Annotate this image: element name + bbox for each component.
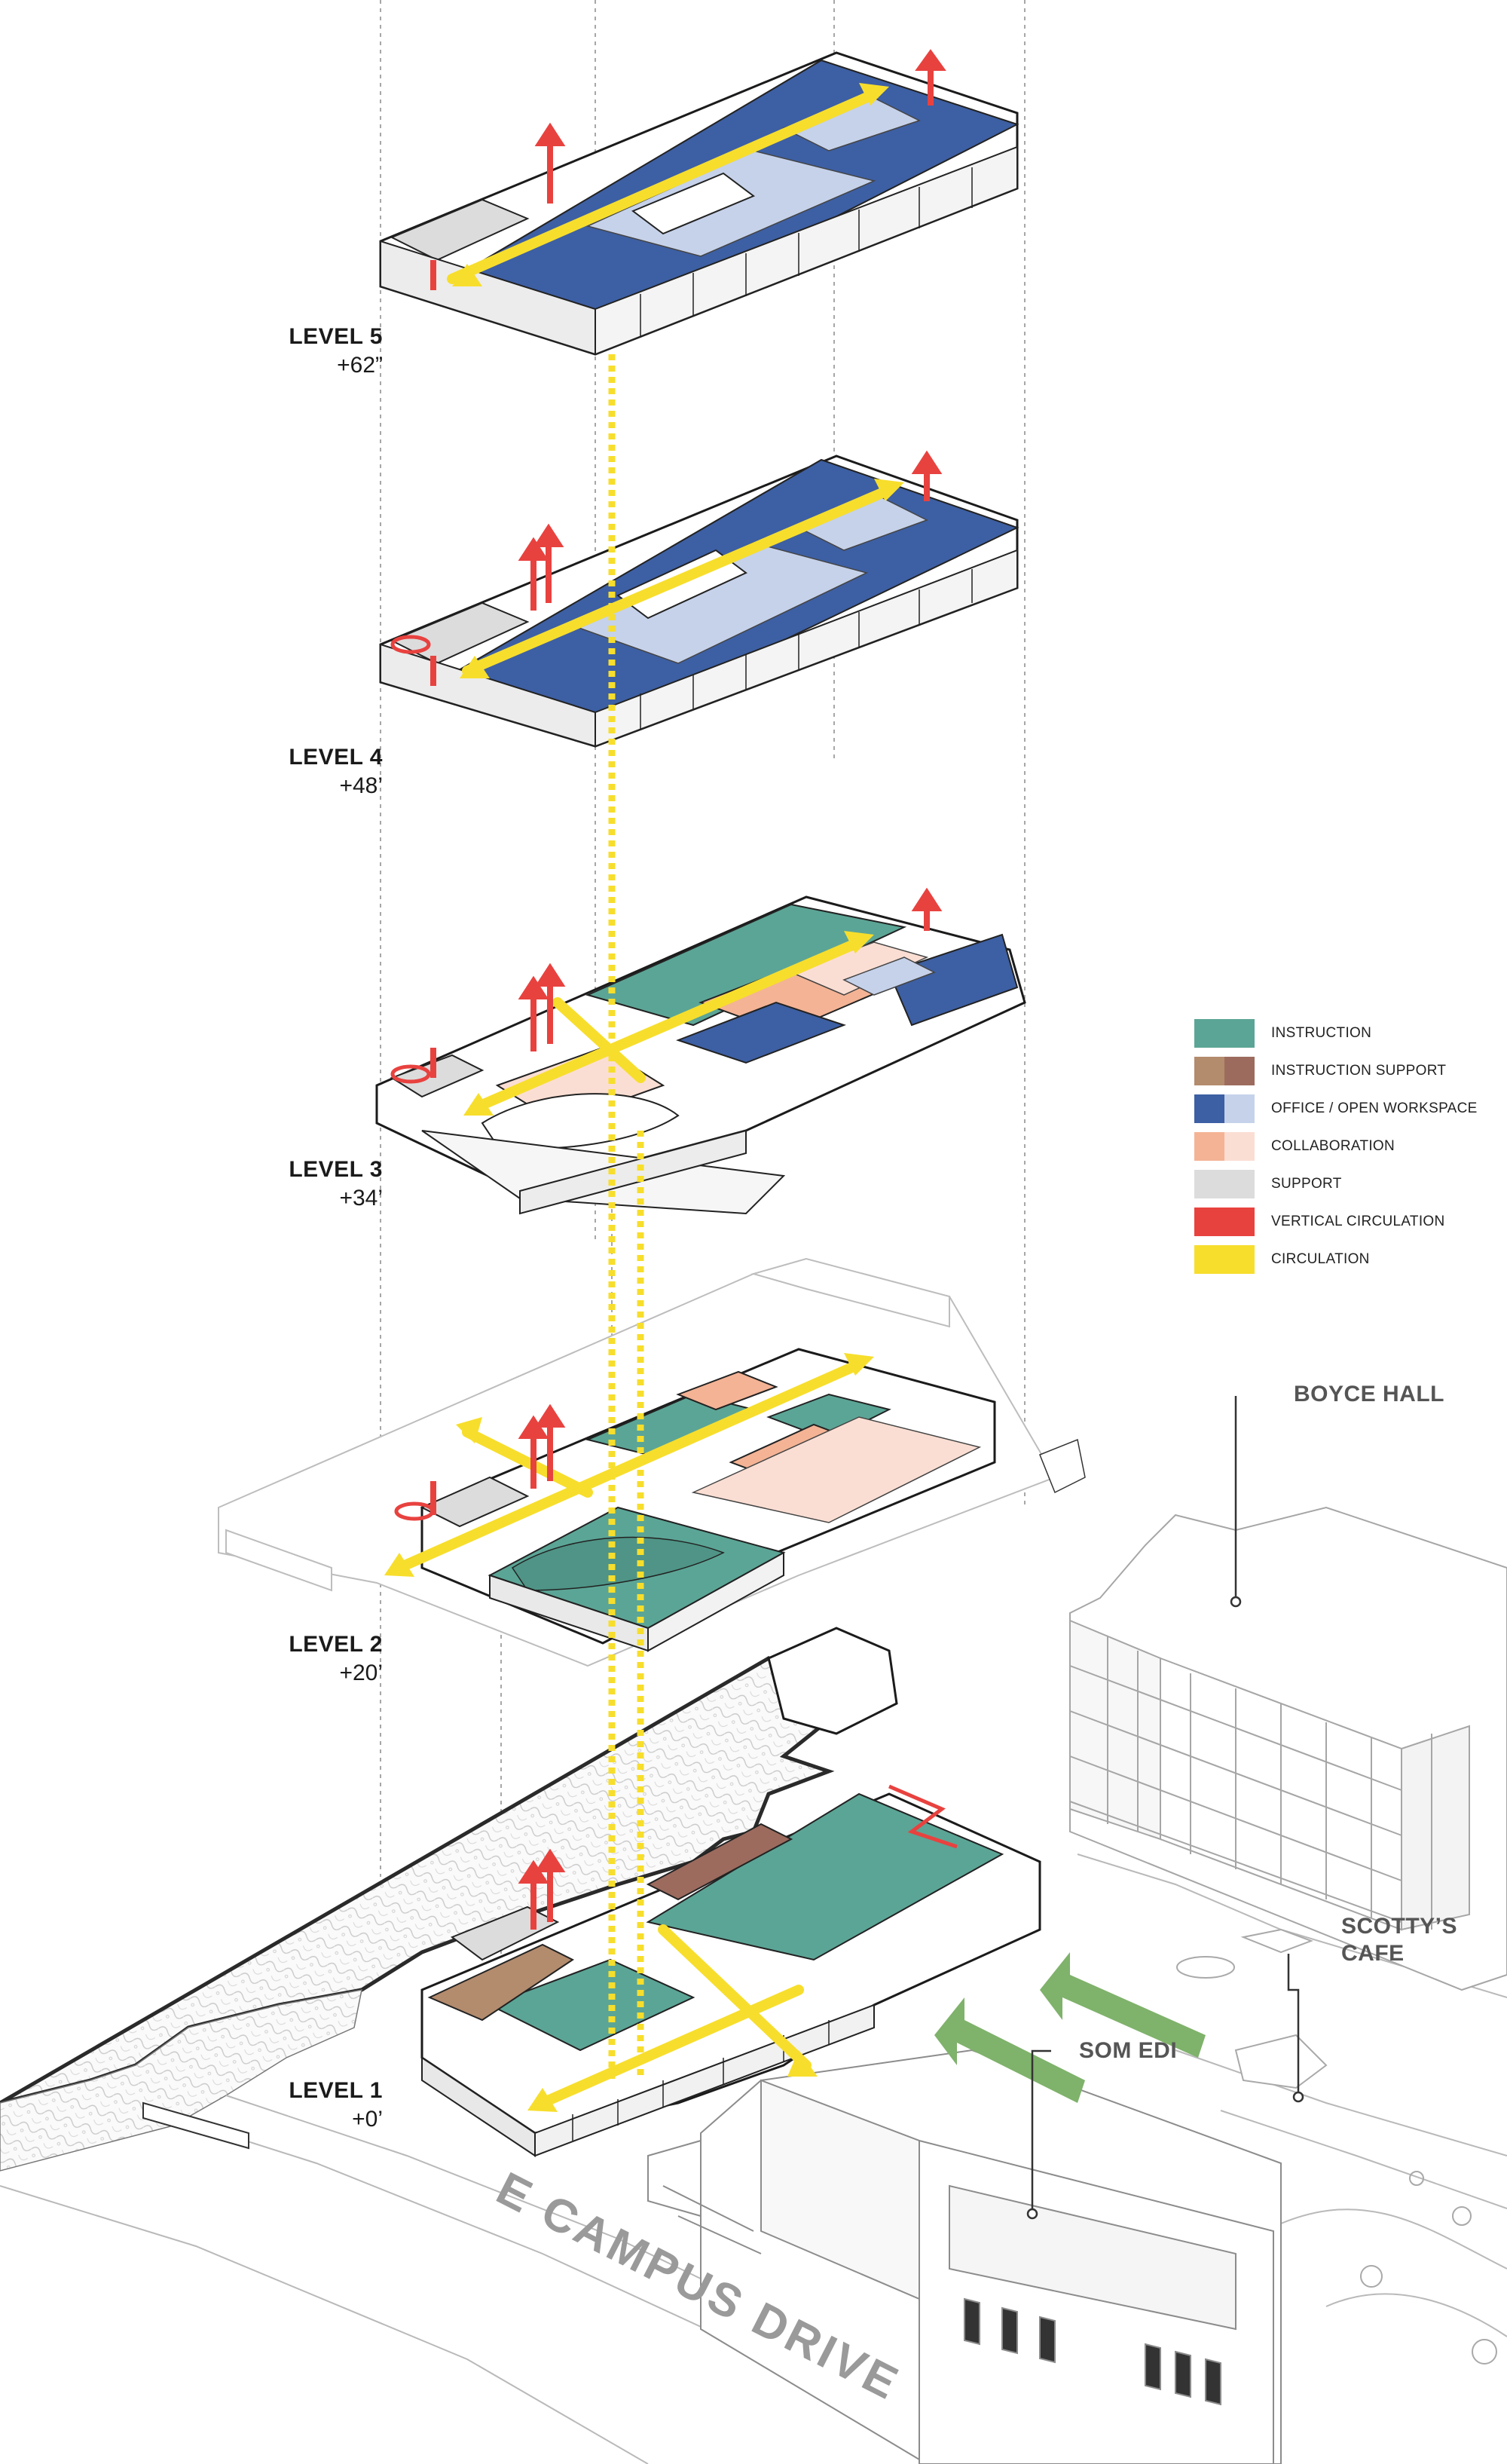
level-name: LEVEL 3 bbox=[289, 1157, 383, 1182]
entry-arrows bbox=[934, 1952, 1206, 2103]
level-elevation: +0’ bbox=[352, 2106, 383, 2132]
legend-swatch bbox=[1194, 1094, 1255, 1123]
red-stair-markers bbox=[390, 635, 958, 1849]
level-name: LEVEL 5 bbox=[289, 324, 383, 349]
legend-label: COLLABORATION bbox=[1271, 1138, 1395, 1154]
level-2-label: LEVEL 2 +20’ bbox=[157, 1630, 383, 1687]
circulation-paths bbox=[394, 89, 894, 2108]
level-elevation: +20’ bbox=[339, 1660, 383, 1685]
som-edi-label: SOM EDI bbox=[1079, 2038, 1178, 2063]
site-context bbox=[0, 1506, 1507, 2464]
legend-swatch bbox=[1194, 1245, 1255, 1274]
legend-swatch bbox=[1194, 1132, 1255, 1161]
level-name: LEVEL 4 bbox=[289, 745, 383, 770]
level-4-plan bbox=[379, 455, 1019, 748]
legend-swatch bbox=[1194, 1019, 1255, 1048]
boyce-hall-building bbox=[1069, 1506, 1507, 1991]
level-4-label: LEVEL 4 +48’ bbox=[157, 743, 383, 800]
level-name: LEVEL 1 bbox=[289, 2078, 383, 2103]
legend-item: SUPPORT bbox=[1194, 1167, 1503, 1204]
vertical-circulation-dotted bbox=[608, 354, 644, 2080]
level-elevation: +62” bbox=[337, 352, 383, 378]
scottys-cafe-label: SCOTTY’S CAFE bbox=[1341, 1913, 1457, 1967]
legend-label: VERTICAL CIRCULATION bbox=[1271, 1214, 1445, 1229]
legend-swatch bbox=[1194, 1208, 1255, 1236]
legend-label: INSTRUCTION bbox=[1271, 1025, 1372, 1041]
legend-label: CIRCULATION bbox=[1271, 1251, 1370, 1267]
leader-lines bbox=[1031, 1396, 1300, 2212]
level-1-label: LEVEL 1 +0’ bbox=[157, 2077, 383, 2133]
legend-item: CIRCULATION bbox=[1194, 1242, 1503, 1280]
som-edi-building bbox=[647, 2049, 1282, 2464]
circulation-arrowheads bbox=[384, 83, 904, 2112]
legend-item: COLLABORATION bbox=[1194, 1129, 1503, 1167]
level-3-label: LEVEL 3 +34’ bbox=[157, 1155, 383, 1212]
level-2-plan bbox=[218, 1257, 1086, 1667]
level-5-label: LEVEL 5 +62” bbox=[157, 323, 383, 379]
boyce-hall-label: BOYCE HALL bbox=[1294, 1382, 1444, 1406]
legend-item: VERTICAL CIRCULATION bbox=[1194, 1204, 1503, 1242]
level-elevation: +34’ bbox=[339, 1185, 383, 1211]
scottys-cafe-line-1: SCOTTY’S bbox=[1341, 1914, 1458, 1939]
legend: INSTRUCTION INSTRUCTION SUPPORT OFFICE / O… bbox=[1194, 1016, 1503, 1280]
legend-item: INSTRUCTION SUPPORT bbox=[1194, 1054, 1503, 1091]
legend-label: INSTRUCTION SUPPORT bbox=[1271, 1063, 1447, 1079]
legend-item: INSTRUCTION bbox=[1194, 1016, 1503, 1054]
scottys-cafe-line-2: CAFE bbox=[1341, 1941, 1405, 1966]
level-3-plan bbox=[375, 895, 1026, 1215]
level-name: LEVEL 2 bbox=[289, 1632, 383, 1657]
level-elevation: +48’ bbox=[339, 773, 383, 798]
legend-swatch bbox=[1194, 1170, 1255, 1198]
leader-dots bbox=[1026, 1596, 1304, 2220]
legend-label: SUPPORT bbox=[1271, 1176, 1342, 1192]
legend-swatch bbox=[1194, 1057, 1255, 1085]
level-5-plan bbox=[379, 51, 1019, 356]
legend-item: OFFICE / OPEN WORKSPACE bbox=[1194, 1091, 1503, 1129]
legend-label: OFFICE / OPEN WORKSPACE bbox=[1271, 1100, 1478, 1116]
